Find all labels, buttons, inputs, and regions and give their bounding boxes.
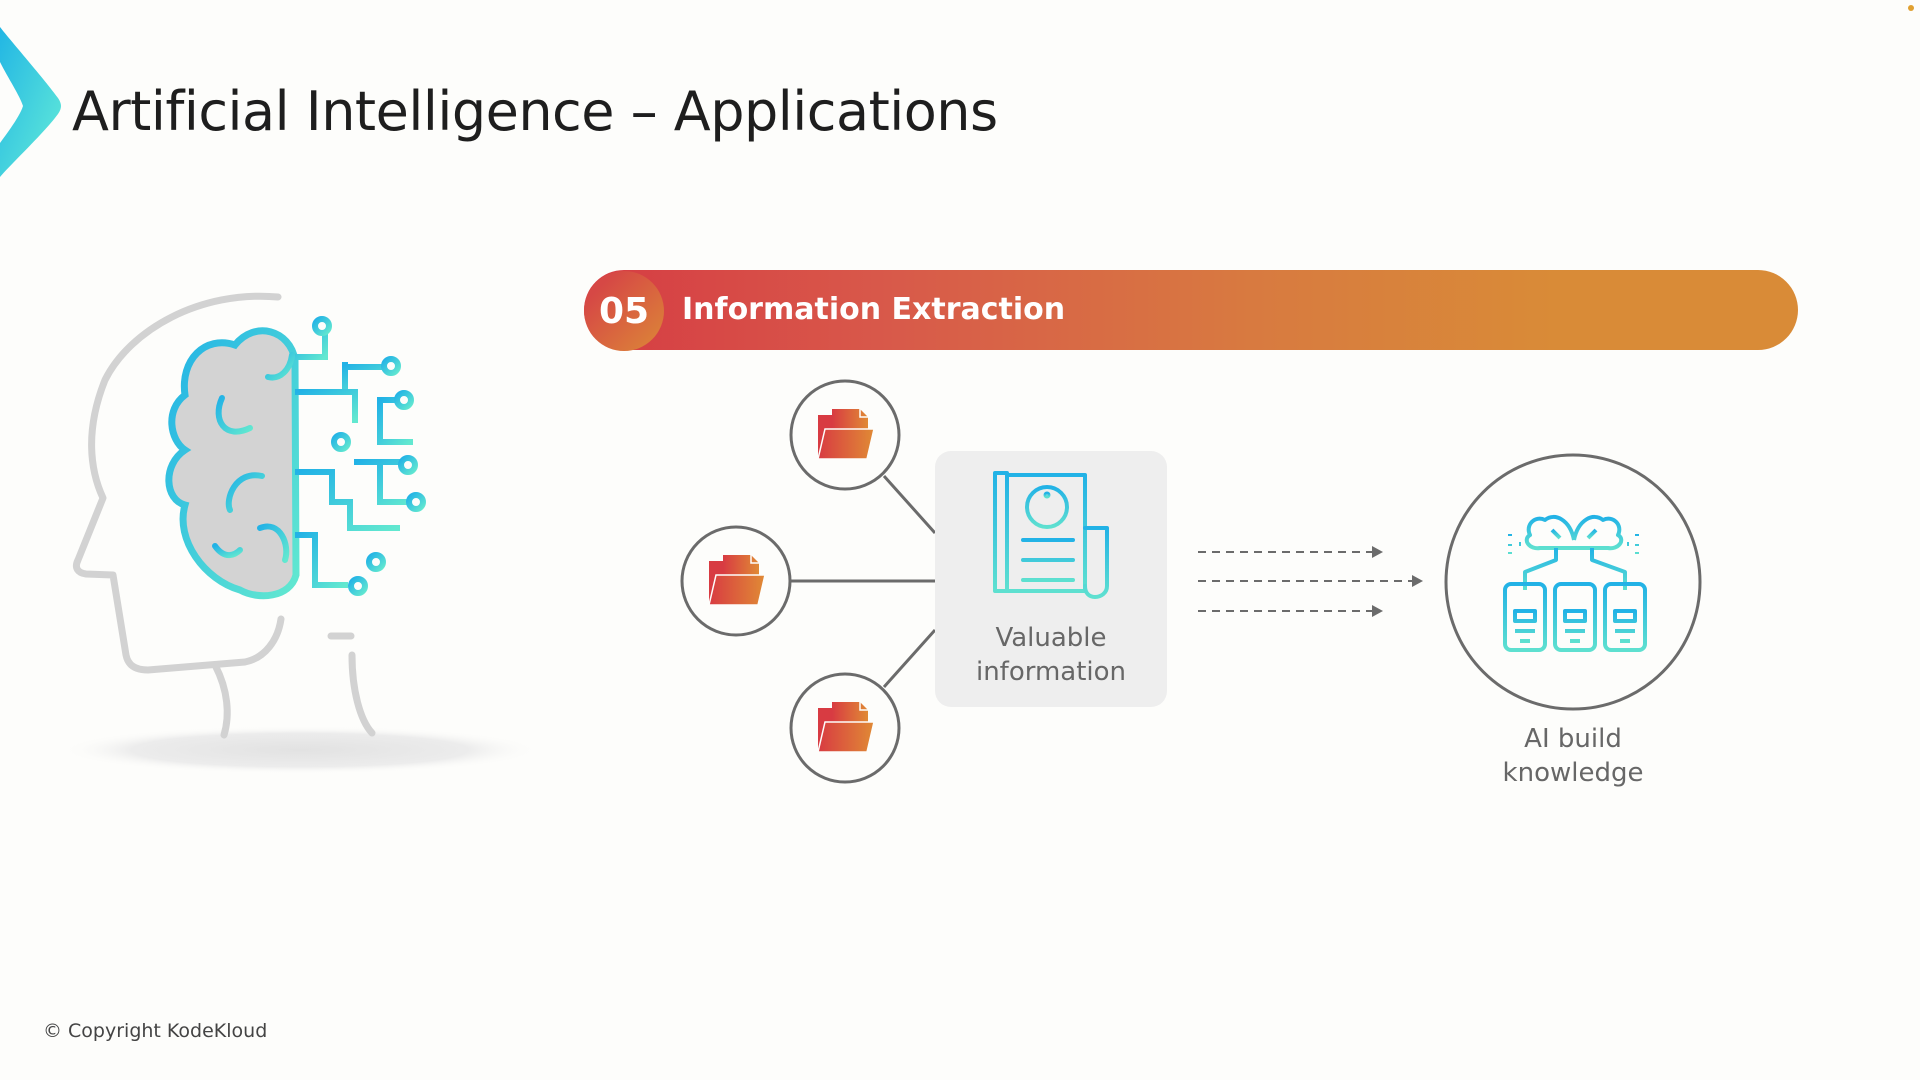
ai-head-illustration: [60, 292, 540, 774]
hub-label-line1: Valuable: [995, 623, 1107, 653]
source-folder-2: [680, 525, 792, 637]
folder-icon: [817, 409, 875, 460]
valuable-information-box: Valuable information: [935, 451, 1167, 707]
target-label-line2: knowledge: [1502, 758, 1644, 788]
source-folder-1: [789, 379, 901, 491]
target-label-line1: AI build: [1524, 724, 1622, 754]
arrowhead-icon: [1412, 575, 1423, 587]
connector-bottom: [882, 628, 937, 689]
section-number-badge: 05: [584, 271, 664, 351]
brain-servers-icon: [1503, 512, 1647, 652]
flow-arrows: [1198, 551, 1412, 612]
folder-icon: [817, 702, 875, 753]
section-title: Information Extraction: [682, 292, 1066, 327]
logo-chevron-icon: [0, 27, 61, 177]
source-folder-3: [789, 672, 901, 784]
copyright-footer: © Copyright KodeKloud: [43, 1020, 268, 1042]
folder-icon: [708, 555, 766, 606]
document-info-icon: [993, 471, 1109, 599]
connector-lines: [790, 474, 937, 689]
indicator-dot-icon: [1908, 5, 1914, 11]
head-shadow: [60, 726, 540, 774]
hub-label-line2: information: [975, 657, 1127, 687]
connector-top: [882, 474, 937, 535]
section-banner: [584, 270, 1798, 350]
page-title: Artificial Intelligence – Applications: [72, 80, 998, 143]
arrowhead-icon: [1372, 546, 1383, 558]
arrowhead-icon: [1372, 605, 1383, 617]
